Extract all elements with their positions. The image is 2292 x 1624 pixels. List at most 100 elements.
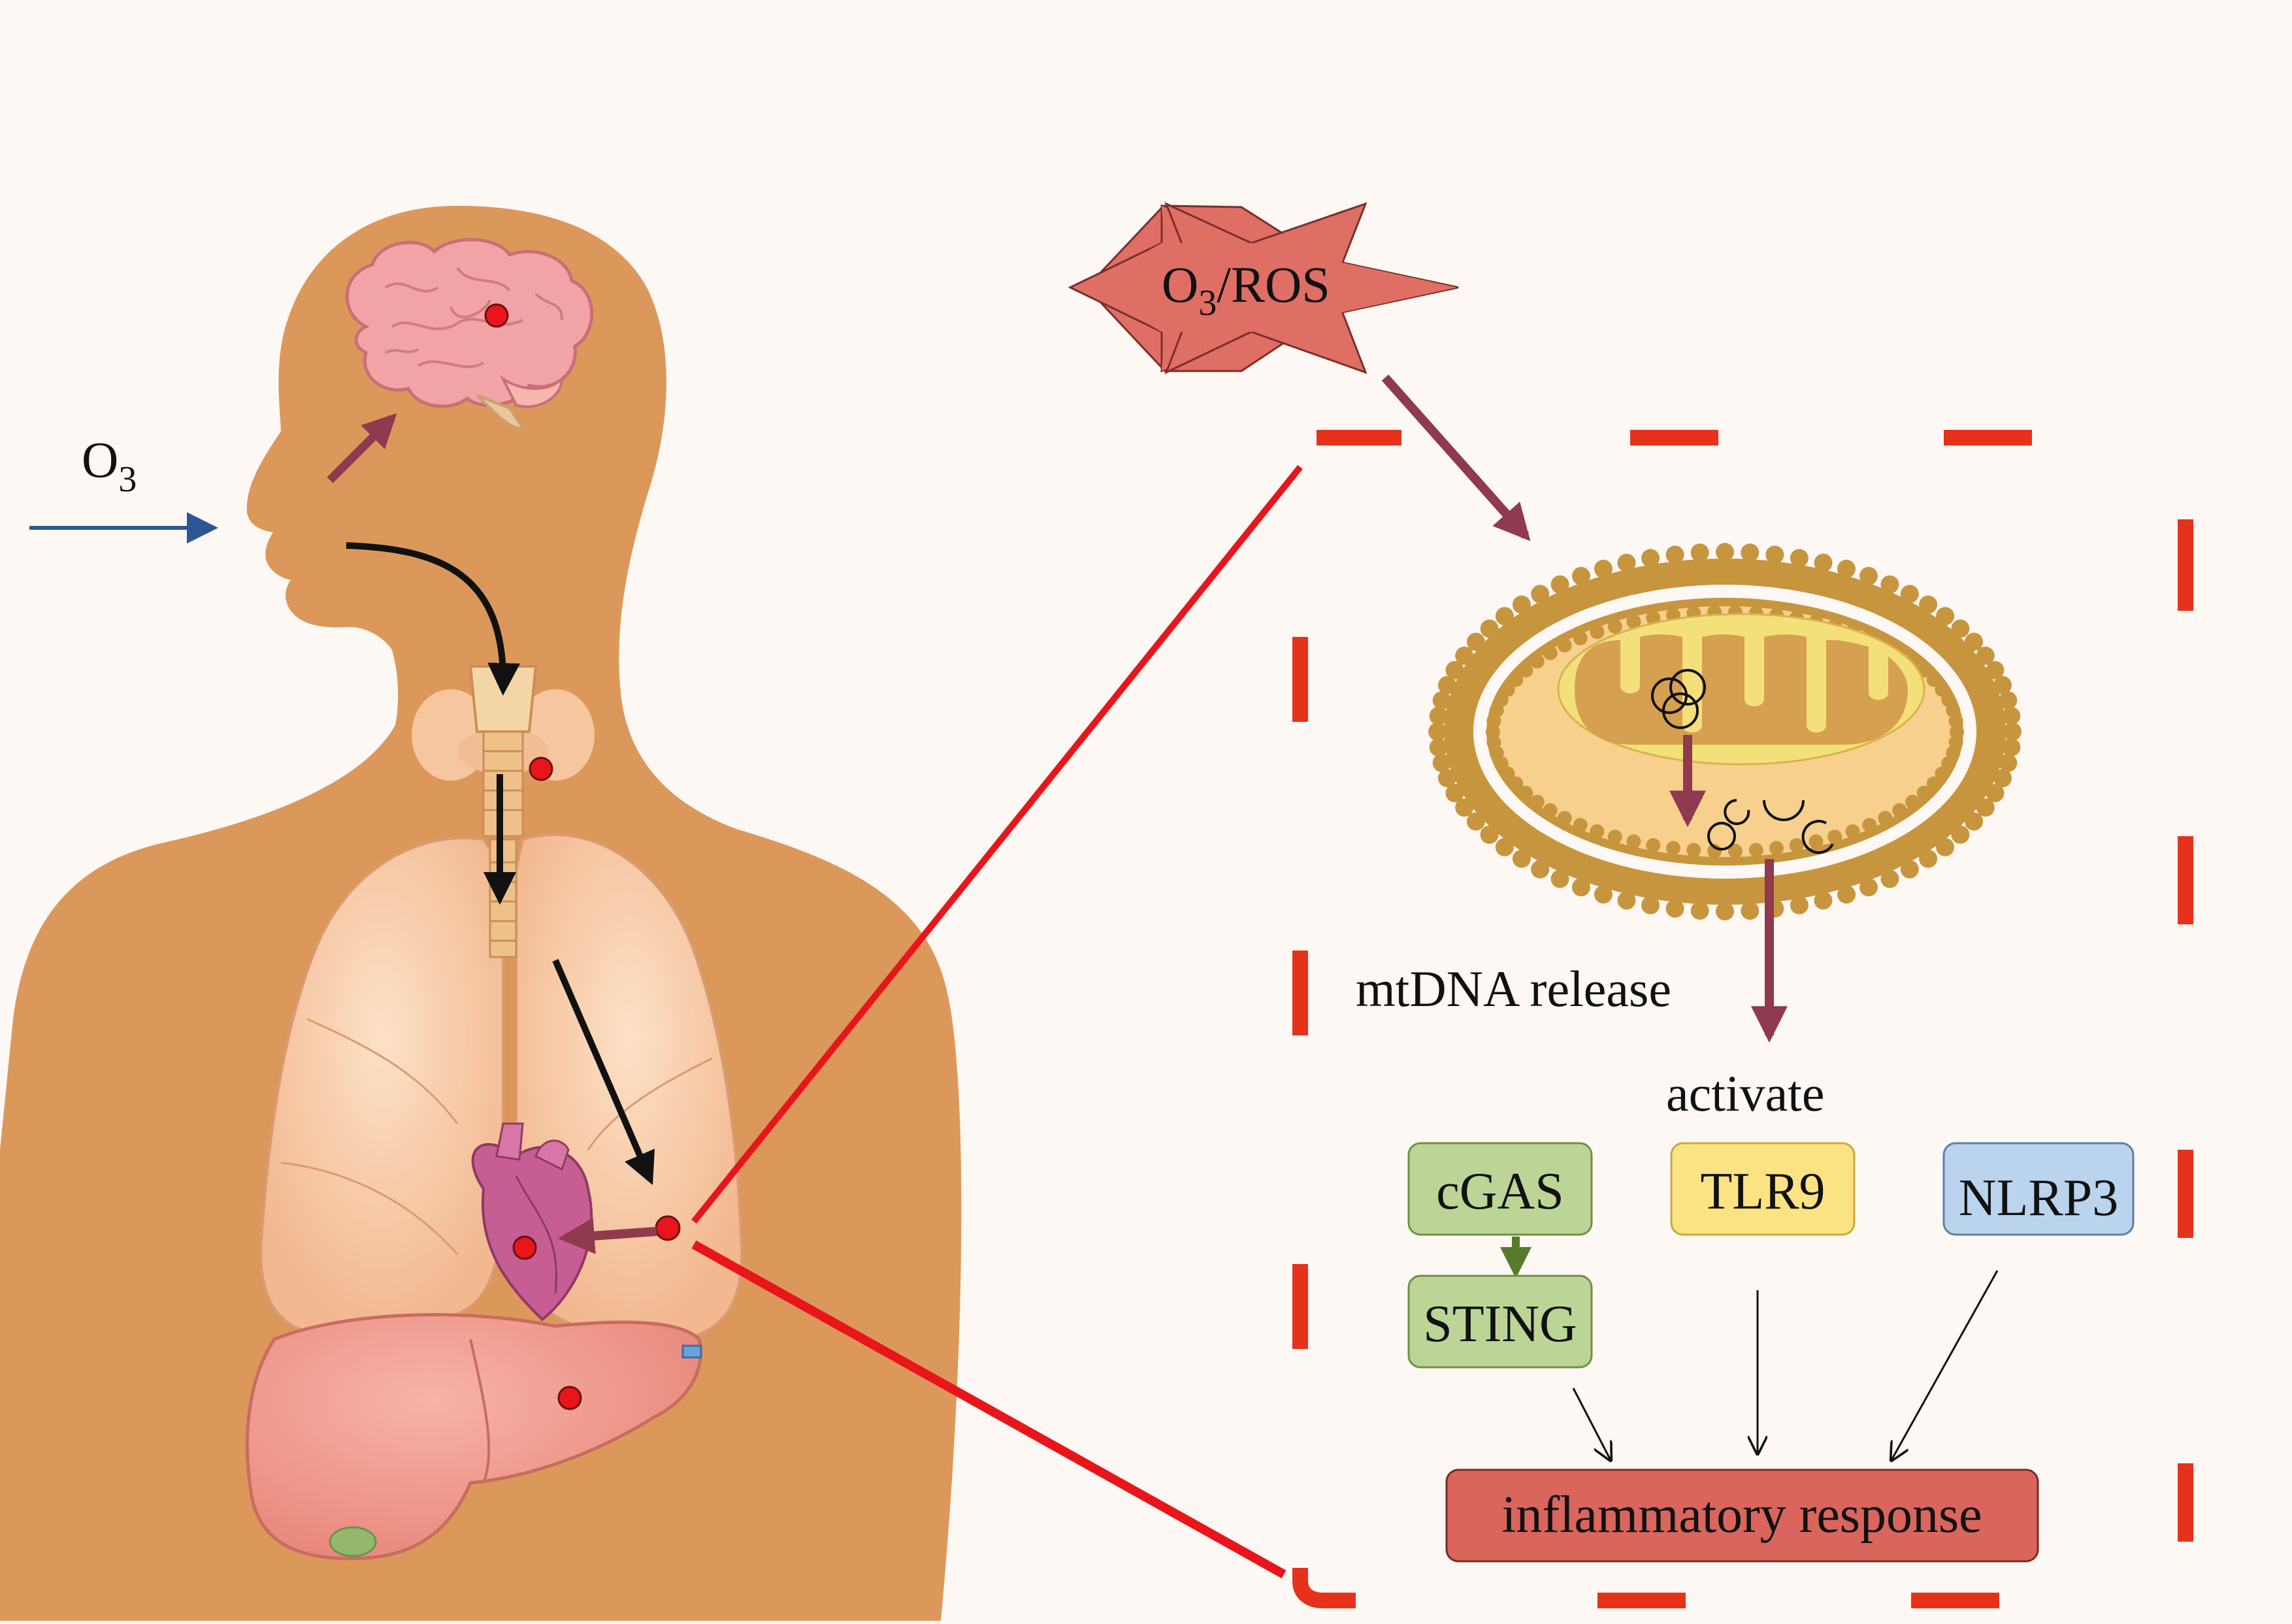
membrane-lipid-head (1641, 549, 1660, 568)
membrane-lipid-head (1765, 545, 1784, 564)
membrane-lipid-head (1880, 869, 1899, 888)
membrane-lipid-head (1859, 566, 1878, 585)
membrane-lipid-head (1999, 753, 2018, 772)
membrane-lipid-head (1509, 776, 1524, 791)
membrane-lipid-head (1951, 825, 1970, 844)
membrane-lipid-head (1573, 630, 1588, 645)
membrane-lipid-head (1916, 785, 1931, 800)
membrane-lipid-head (1900, 860, 1919, 879)
membrane-lipid-head (1438, 675, 1456, 694)
membrane-lipid-head (2002, 707, 2021, 725)
membrane-lipid-head (1919, 849, 1938, 868)
membrane-lipid-head (1862, 818, 1877, 833)
membrane-lipid-head (1480, 825, 1499, 844)
membrane-lipid-head (1486, 724, 1500, 739)
mitochondrion-icon (1557, 613, 1925, 766)
stressor-arrow (1381, 374, 1531, 542)
membrane-lipid-head (1428, 723, 1447, 741)
cgas-box: cGAS (1407, 1142, 1593, 1236)
membrane-lipid-head (1572, 566, 1590, 585)
membrane-lipid-head (1741, 901, 1760, 920)
membrane-lipid-head (1432, 691, 1451, 710)
nlrp3-box: NLRP3 (1942, 1142, 2135, 1236)
membrane-lipid-head (1809, 834, 1824, 849)
membrane-lipid-head (1827, 830, 1842, 845)
nlrp3-label: NLRP3 (1959, 1169, 2119, 1227)
mtdna-icon (1707, 799, 1834, 854)
membrane-lipid-head (1617, 891, 1636, 910)
membrane-lipid-head (1432, 753, 1451, 772)
membrane-lipid-head (1892, 803, 1907, 818)
membrane-lipid-head (1530, 654, 1545, 669)
systemic-arrow-brain (327, 413, 397, 483)
membrane-lipid-head (1716, 543, 1734, 561)
membrane-lipid-head (1543, 645, 1558, 660)
membrane-lipid-head (1626, 834, 1641, 849)
membrane-lipid-head (1429, 738, 1448, 756)
organ-marker-lung (655, 1215, 681, 1241)
organ-marker-heart (512, 1235, 537, 1260)
membrane-lipid-head (1837, 885, 1856, 904)
membrane-lipid-head (1438, 769, 1456, 788)
membrane-lipid-head (1716, 902, 1734, 920)
membrane-lipid-head (1905, 794, 1920, 809)
nlrp3-to-inflammation-arrow (1891, 1270, 1999, 1460)
sting-to-inflammation-arrow (1572, 1388, 1611, 1460)
membrane-lipid-head (1880, 575, 1899, 594)
membrane-lipid-head (1837, 559, 1856, 578)
membrane-lipid-head (1594, 559, 1613, 578)
membrane-lipid-head (1480, 619, 1499, 638)
membrane-lipid-head (1936, 837, 1955, 856)
membrane-lipid-head (1509, 672, 1524, 687)
sting-label: STING (1423, 1295, 1577, 1353)
membrane-lipid-head (1550, 869, 1569, 888)
membrane-lipid-head (1814, 891, 1833, 910)
membrane-lipid-head (1666, 841, 1680, 856)
membrane-lipid-head (1573, 818, 1588, 833)
organ-marker-brain (484, 303, 509, 328)
organ-marker-liver (557, 1386, 582, 1410)
membrane-lipid-head (1607, 830, 1622, 845)
mtdna-release-label: mtDNA release (1356, 960, 1671, 1017)
stressor-star: O3/ROS (1068, 202, 1459, 374)
thyroid-icon (412, 665, 595, 837)
membrane-lipid-head (1999, 691, 2018, 710)
membrane-lipid-head (1769, 841, 1784, 856)
membrane-lipid-head (1965, 632, 1984, 651)
membrane-lipid-head (1495, 607, 1514, 626)
heart-icon (471, 1122, 593, 1322)
membrane-lipid-head (1951, 619, 1970, 638)
inflammatory-response-box: inflammatory response (1445, 1469, 2039, 1563)
zoom-frame (1292, 430, 2193, 1608)
tlr9-label: TLR9 (1700, 1163, 1825, 1220)
membrane-lipid-head (1926, 672, 1941, 687)
membrane-lipid-head (1607, 619, 1622, 634)
membrane-lipid-head (1518, 785, 1533, 800)
membrane-lipid-head (1500, 682, 1515, 697)
membrane-lipid-head (1550, 575, 1569, 594)
membrane-lipid-head (1466, 632, 1485, 651)
membrane-lipid-head (1594, 885, 1613, 904)
membrane-lipid-head (1512, 595, 1531, 614)
membrane-lipid-head (1741, 544, 1760, 562)
membrane-lipid-head (1455, 798, 1474, 817)
membrane-lipid-head (1557, 638, 1572, 653)
inflammatory-response-label: inflammatory response (1501, 1486, 1982, 1544)
membrane-lipid-head (1543, 803, 1558, 818)
membrane-lipid-head (1531, 860, 1550, 879)
membrane-lipid-head (1665, 545, 1684, 564)
membrane-lipid-head (1935, 766, 1950, 781)
membrane-lipid-head (2003, 723, 2022, 741)
sting-box: STING (1407, 1275, 1593, 1369)
zoom-line-lower (691, 1240, 1286, 1579)
human-body (0, 206, 962, 1621)
membrane-lipid-head (1690, 544, 1709, 562)
membrane-lipid-head (1859, 878, 1878, 897)
membrane-lipid-head (1948, 713, 1963, 728)
membrane-lipid-head (1531, 585, 1550, 604)
tlr9-box: TLR9 (1670, 1142, 1856, 1236)
membrane-lipid-head (1466, 812, 1485, 831)
membrane-lipid-head (1919, 595, 1938, 614)
